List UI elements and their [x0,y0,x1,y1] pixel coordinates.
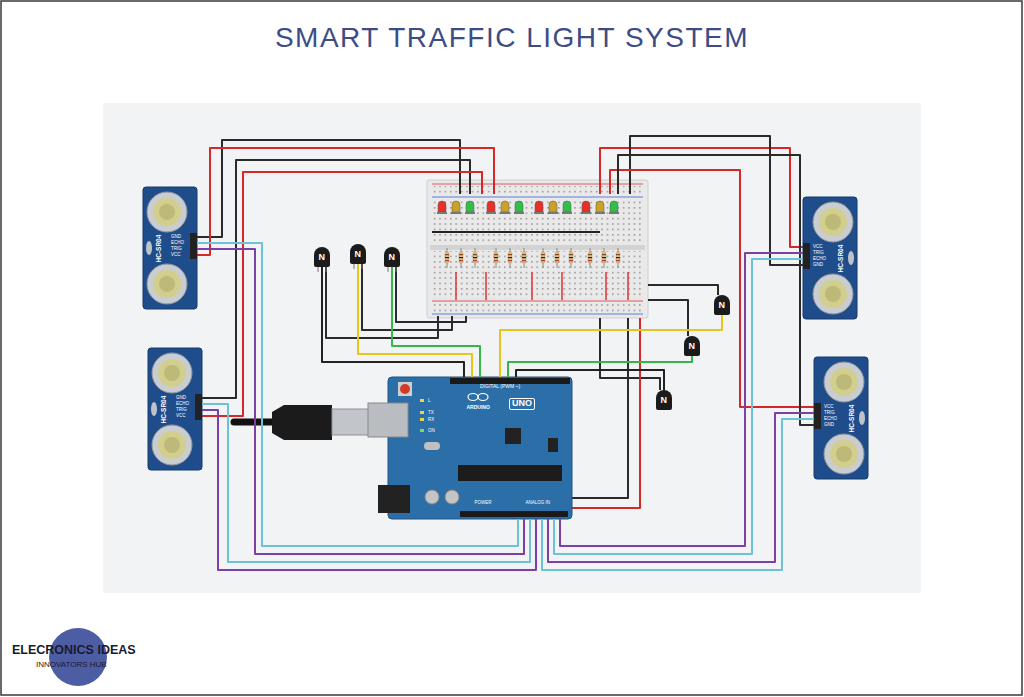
resistor-symbol [616,248,620,268]
signal-wire [202,410,536,570]
board-label: L [428,399,431,404]
pin-name: GND [171,235,181,240]
signal-wire [197,243,518,546]
resistor-symbol [459,248,463,268]
resistor-symbol [445,248,449,268]
resistor-symbol [602,248,606,268]
board-label: TX [428,411,434,416]
part-name: HC-SR04 [155,234,162,262]
green-led [514,201,524,214]
transistor-type: N [661,396,668,406]
resistor-symbol [494,248,498,268]
diagram-title: SMART TRAFFIC LIGHT SYSTEM [0,22,1024,54]
ultrasonic-sensor [148,348,202,470]
pin-name: VCC [813,245,823,250]
pin-name: TRIG [171,247,182,252]
transistor-type: N [319,253,326,263]
breadboard [427,180,648,318]
pin-name: ECHO [813,257,826,262]
transistor-type: N [389,253,396,263]
ultrasonic-sensor: HC-SR04 VCCTRIGECHOGND [803,197,857,319]
npn-transistor: N [684,336,700,356]
resistor-symbol [473,248,477,268]
pin-name: TRIG [824,411,835,416]
green-led [562,201,572,214]
board-label: RX [428,418,434,423]
signal-wire [516,370,664,390]
green-led [609,201,619,214]
board-label: ARDUINO [467,405,490,411]
pin-name: GND [176,396,186,401]
signal-wire [560,253,803,546]
signal-wire [500,315,722,377]
signal-wire [542,419,814,570]
canvas-ground [103,103,921,593]
signal-wire [202,404,530,562]
resistor-symbol [541,248,545,268]
ultrasonic-sensor [143,187,197,309]
brand-label: INNOVATORS HUB [36,661,107,670]
part-name: HC-SR04 [837,244,844,272]
board-label: POWER [475,501,492,506]
transistor-type: N [355,250,362,260]
npn-transistor: N [656,390,672,410]
board-label: DIGITAL (PWM ~) [480,384,520,390]
pin-name: VCC [824,405,834,410]
pin-name: ECHO [176,402,189,407]
pin-name: ECHO [824,417,837,422]
yellow-led [548,201,558,214]
board-label: UNO [509,398,535,410]
transistor-type: N [719,301,726,311]
signal-wire [392,267,480,377]
transistor-type: N [689,342,696,352]
npn-transistor: N [384,247,400,267]
red-led [581,201,591,214]
signal-wire [554,259,803,554]
brand-label: ELECRONICS IDEAS [12,644,136,658]
pin-name: TRIG [176,408,187,413]
ultrasonic-sensor: HC-SR04 GNDECHOTRIGVCC [148,348,202,470]
pin-name: GND [824,423,834,428]
resistor-symbol [588,248,592,268]
ultrasonic-sensor [814,357,868,479]
arduino-uno: DIGITAL (PWM ~) L TX RX ARDUINO UNO ON POWER ANA… [388,377,572,519]
ultrasonic-sensor: HC-SR04 GNDECHOTRIGVCC [143,187,197,309]
red-led [437,201,447,214]
part-name: HC-SR04 [160,395,167,423]
part-name: HC-SR04 [848,404,855,432]
pin-name: VCC [176,414,186,419]
red-led [486,201,496,214]
pin-name: VCC [171,253,181,258]
resistor-symbol [569,248,573,268]
pin-name: TRIG [813,251,824,256]
signal-wire [548,413,814,562]
npn-transistor: N [314,247,330,267]
board-label: ANALOG IN [526,501,551,506]
pin-name: ECHO [171,241,184,246]
signal-wire [197,249,524,554]
ultrasonic-sensor: HC-SR04 VCCTRIGECHOGND [814,357,868,479]
resistor-symbol [508,248,512,268]
yellow-led [595,201,605,214]
npn-transistor: N [350,244,366,264]
resistor-symbol [522,248,526,268]
green-led [465,201,475,214]
board-label: ON [428,429,435,434]
pin-name: GND [813,263,823,268]
npn-transistor: N [714,295,730,315]
arduino-board [368,377,572,519]
red-led [534,201,544,214]
resistor-symbol [555,248,559,268]
yellow-led [500,201,510,214]
signal-wire [358,264,472,377]
yellow-led [451,201,461,214]
ultrasonic-sensor [803,197,857,319]
